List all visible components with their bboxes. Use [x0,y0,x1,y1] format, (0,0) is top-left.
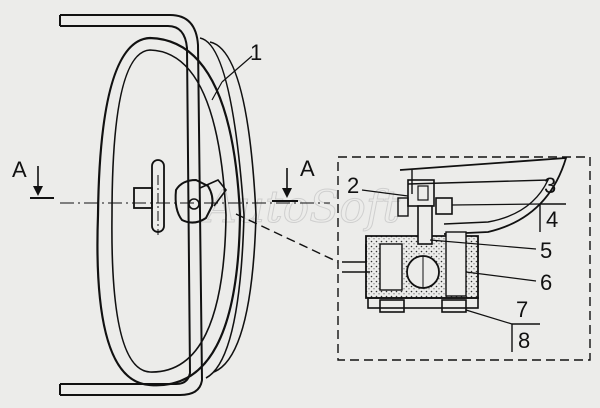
leader-5 [429,239,537,250]
callout-1: 1 [250,40,262,65]
mirror-frame-bar-inner [60,25,192,385]
detail-frame [337,156,591,361]
callout-2: 2 [347,173,359,198]
section-label-left: A [12,157,27,182]
mirror-frame-bar [60,14,204,396]
leader-1b [221,55,253,83]
section-arrow-left-head [33,186,43,196]
hinge-arm [199,179,228,207]
detail-nut [435,197,453,215]
detail-bottom-plate [367,297,479,309]
detail-washer [397,197,409,217]
detail-housing-top [399,157,568,235]
callout-8: 8 [518,328,530,353]
leader-2 [361,189,409,197]
section-label-right: A [300,156,315,181]
detail-bolt-bore-right [445,231,467,297]
detail-nut-left [379,299,405,313]
detail-nut-right [441,299,467,313]
hinge-joint [174,178,214,224]
callout-6: 6 [540,270,552,295]
hinge-pin [188,198,200,210]
watermark: AutoSoft [201,182,400,233]
support-rod [199,37,245,379]
callout-3: 3 [544,173,556,198]
leader-3 [451,203,541,206]
detail-leader [235,213,339,263]
detail-stud [417,205,433,245]
mirror-glass [111,49,227,373]
leader-6 [465,271,537,282]
section-arrow-right-head [282,188,292,198]
leader-1 [211,81,223,101]
mirror-clip [133,187,153,209]
callout-5: 5 [540,238,552,263]
callout-4: 4 [546,207,558,232]
leader-7 [465,309,513,325]
callout-7: 7 [516,297,528,322]
detail-housing-top-inner [407,179,550,225]
detail-bracket-plate [342,244,370,273]
detail-screw-core [417,185,429,201]
detail-bolt-bore-left [379,243,403,291]
mirror-housing [96,36,242,387]
support-rod-inner [209,41,257,373]
